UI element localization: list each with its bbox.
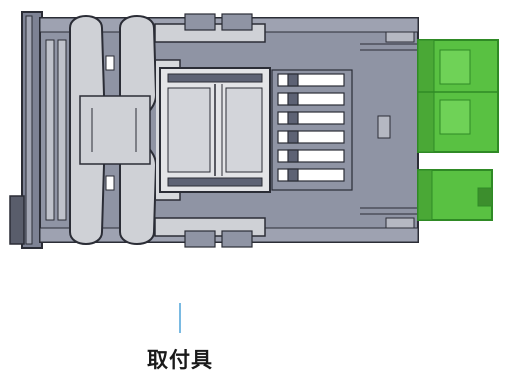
housing-windows [184, 13, 253, 248]
terminal-ladder [271, 69, 353, 191]
rear-details [360, 31, 418, 229]
terminal-module [159, 67, 271, 193]
mounting-bracket-label: 取付具 [147, 348, 213, 372]
lower-connector [417, 169, 493, 221]
upper-connector [417, 39, 499, 153]
front-bezel [9, 11, 43, 249]
